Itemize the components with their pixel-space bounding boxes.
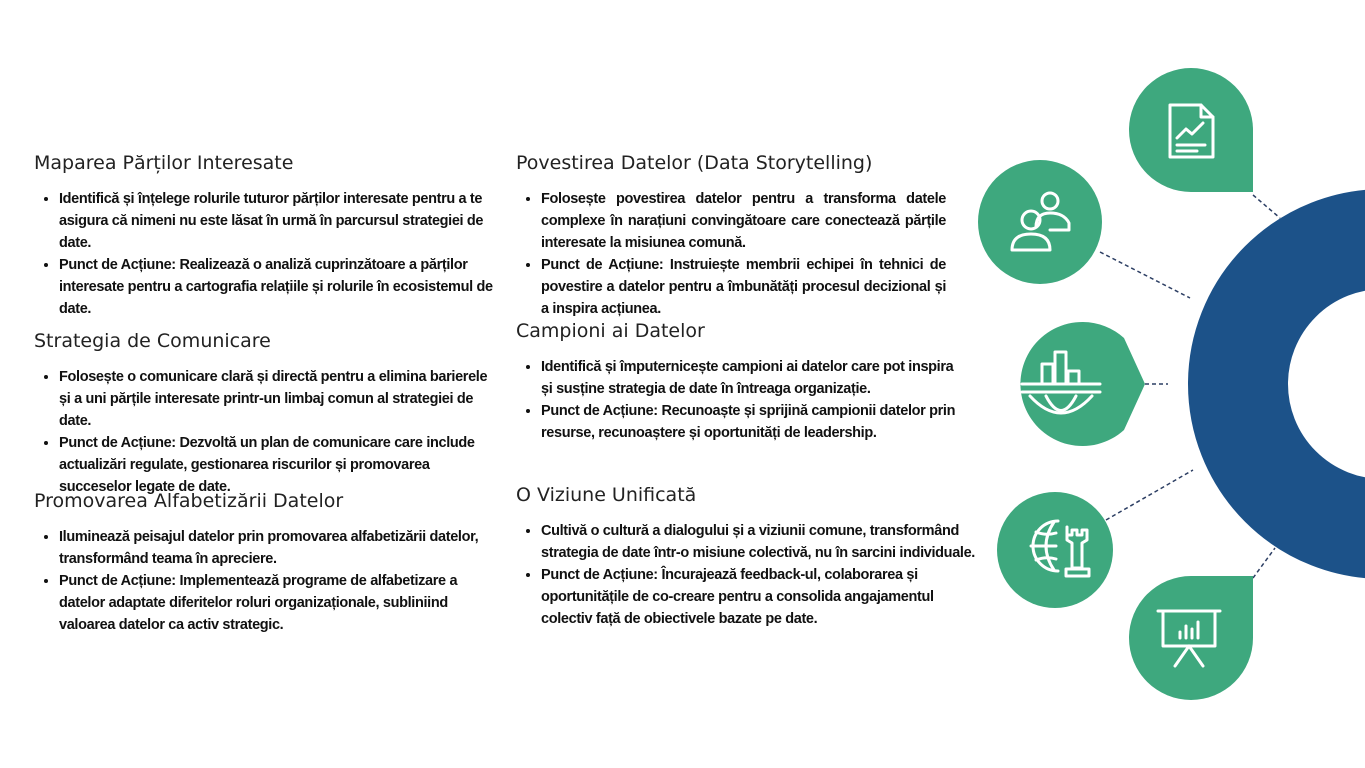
section-title: Strategia de Comunicare — [34, 330, 271, 352]
report-icon — [1168, 103, 1215, 159]
globe-strategy-icon — [1029, 519, 1091, 578]
connector-line — [1252, 547, 1276, 579]
section-title: Povestirea Datelor (Data Storytelling) — [516, 152, 873, 174]
people-icon — [1010, 191, 1071, 252]
section-data-storytelling: Povestirea Datelor (Data Storytelling) F… — [516, 152, 946, 320]
section-title: Campioni ai Datelor — [516, 320, 705, 342]
bullet-list: Cultivă o cultură a dialogului și a vizi… — [516, 520, 976, 630]
bullet-item: Identifică și înțelege rolurile tuturor … — [59, 188, 500, 254]
bullet-item: Punct de Acțiune: Realizează o analiză c… — [59, 254, 500, 320]
node-shape — [1129, 68, 1253, 192]
bullet-item: Punct de Acțiune: Încurajează feedback-u… — [541, 564, 976, 630]
connector-line — [1252, 194, 1281, 219]
bullet-item: Punct de Acțiune: Recunoaște și sprijină… — [541, 400, 956, 444]
connector-line — [1105, 469, 1194, 521]
section-stakeholder-mapping: Maparea Părților Interesate Identifică ș… — [34, 152, 500, 320]
bar-chart-icon — [1020, 350, 1102, 415]
bullet-item: Folosește o comunicare clară și directă … — [59, 366, 500, 432]
bullet-item: Cultivă o cultură a dialogului și a vizi… — [541, 520, 976, 564]
node-bar-chart — [1020, 321, 1145, 446]
bullet-list: Identifică și împuternicește campioni ai… — [516, 356, 956, 444]
section-communication-strategy: Strategia de Comunicare Folosește o comu… — [34, 330, 500, 498]
presentation-icon — [1156, 609, 1222, 668]
connector-line — [1099, 251, 1191, 299]
bullet-item: Iluminează peisajul datelor prin promova… — [59, 526, 500, 570]
section-unified-vision: O Viziune Unificată Cultivă o cultură a … — [516, 484, 976, 630]
bullet-item: Punct de Acțiune: Instruiește membrii ec… — [541, 254, 946, 320]
bullet-item: Punct de Acțiune: Implementează programe… — [59, 570, 500, 636]
section-data-literacy: Promovarea Alfabetizării Datelor Ilumine… — [34, 490, 500, 636]
bullet-list: Folosește povestirea datelor pentru a tr… — [516, 188, 946, 320]
bullet-item: Folosește povestirea datelor pentru a tr… — [541, 188, 946, 254]
bullet-list: Identifică și înțelege rolurile tuturor … — [34, 188, 500, 320]
node-globe-strategy — [997, 492, 1113, 608]
bullet-item: Identifică și împuternicește campioni ai… — [541, 356, 956, 400]
node-shape — [997, 492, 1113, 608]
bullet-list: Iluminează peisajul datelor prin promova… — [34, 526, 500, 636]
section-title: Promovarea Alfabetizării Datelor — [34, 490, 344, 512]
node-presentation — [1129, 576, 1253, 700]
node-people — [978, 160, 1102, 284]
bullet-item: Punct de Acțiune: Dezvoltă un plan de co… — [59, 432, 500, 498]
connectors — [1099, 194, 1281, 579]
section-title: O Viziune Unificată — [516, 484, 697, 506]
hub-ring — [1188, 189, 1365, 579]
bullet-list: Folosește o comunicare clară și directă … — [34, 366, 500, 498]
section-title: Maparea Părților Interesate — [34, 152, 294, 174]
section-data-champions: Campioni ai Datelor Identifică și împute… — [516, 320, 956, 444]
node-report — [1129, 68, 1253, 192]
